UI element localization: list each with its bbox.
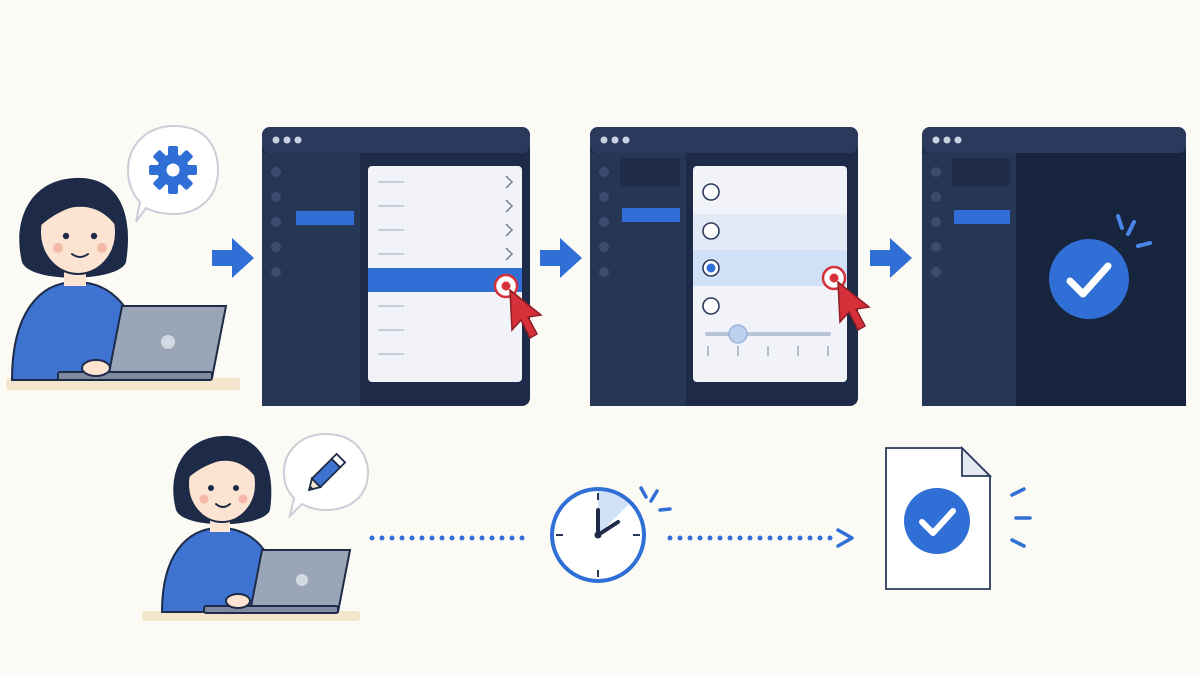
- sidebar-item-active[interactable]: [296, 211, 354, 225]
- window-titlebar: [590, 127, 858, 153]
- app-window-confirmed: [922, 127, 1186, 406]
- mouth: [215, 503, 231, 508]
- sparkle-lines: [1116, 214, 1152, 248]
- sidebar-item-active[interactable]: [954, 210, 1010, 224]
- clock-elapsed-wedge: [598, 491, 630, 535]
- laptop-base: [57, 371, 213, 381]
- arrow-right-icon: [212, 238, 254, 278]
- sidebar-rail: [271, 167, 281, 277]
- hair-bangs: [186, 441, 257, 480]
- eye: [90, 232, 98, 240]
- radio-icon[interactable]: [702, 183, 720, 201]
- sidebar-rail: [931, 167, 941, 277]
- gear-icon: [149, 146, 197, 194]
- sidebar-rail: [599, 167, 609, 277]
- cursor-icon: [837, 280, 871, 332]
- laptop-base: [203, 605, 339, 614]
- cheek: [199, 494, 209, 504]
- app-window-menu: [262, 127, 543, 406]
- hair-bangs: [38, 185, 117, 228]
- eye: [62, 232, 70, 240]
- cheek: [97, 243, 107, 253]
- speech-bubble-settings: [126, 124, 220, 223]
- sidebar-item-active[interactable]: [622, 208, 680, 222]
- document-check-icon: [885, 445, 1032, 590]
- window-dot: [622, 136, 630, 144]
- slider-ticks: [707, 346, 829, 356]
- app-window-options: [590, 127, 871, 406]
- click-dot: [501, 281, 511, 291]
- sidebar: [590, 153, 686, 406]
- cheek: [238, 494, 248, 504]
- arrow-right-icon: [540, 238, 582, 278]
- arrowhead-icon: [836, 528, 854, 548]
- mouth: [71, 253, 89, 258]
- window-titlebar: [922, 127, 1186, 153]
- window-dot: [943, 136, 951, 144]
- check-icon: [1049, 239, 1129, 319]
- window-dot: [611, 136, 619, 144]
- document-fold: [961, 445, 993, 477]
- dotted-connector: [369, 535, 525, 541]
- hand: [81, 359, 111, 377]
- eye: [208, 485, 214, 491]
- window-dot: [932, 136, 940, 144]
- sidebar-header-block: [620, 158, 680, 186]
- clock-icon: [550, 486, 672, 583]
- checkmark: [1066, 262, 1112, 298]
- laptop-logo: [296, 574, 308, 586]
- menu-lines: [378, 181, 404, 355]
- pencil-icon: [307, 452, 347, 492]
- arrow-right-icon: [870, 238, 912, 278]
- radio-icon[interactable]: [702, 222, 720, 240]
- person-at-laptop-top: [6, 177, 240, 390]
- hand: [225, 593, 251, 609]
- sparkle-lines: [1010, 487, 1032, 548]
- eye: [233, 485, 239, 491]
- speech-bubble-edit: [282, 432, 370, 520]
- clock-center: [594, 531, 602, 539]
- window-dot: [272, 136, 280, 144]
- check-circle: [904, 488, 970, 554]
- person-at-laptop-bottom: [142, 435, 360, 621]
- window-dot: [283, 136, 291, 144]
- clock-ticks: [556, 493, 640, 577]
- laptop-logo: [161, 335, 175, 349]
- sparkle-lines: [639, 486, 672, 512]
- click-dot: [829, 273, 839, 283]
- clock-hand-minute: [596, 520, 620, 537]
- window-dot: [294, 136, 302, 144]
- sidebar: [262, 153, 360, 406]
- checkmark: [919, 508, 956, 536]
- dotted-connector: [667, 535, 833, 541]
- radio-dot: [706, 263, 716, 273]
- cheek: [53, 243, 63, 253]
- slider-icon[interactable]: [728, 324, 748, 344]
- radio-icon[interactable]: [702, 297, 720, 315]
- window-dot: [600, 136, 608, 144]
- cursor-icon: [509, 288, 543, 340]
- sidebar-header-block: [952, 158, 1010, 186]
- chevron-right-icon: [505, 175, 514, 261]
- window-dot: [954, 136, 962, 144]
- window-titlebar: [262, 127, 530, 153]
- sidebar: [922, 153, 1016, 406]
